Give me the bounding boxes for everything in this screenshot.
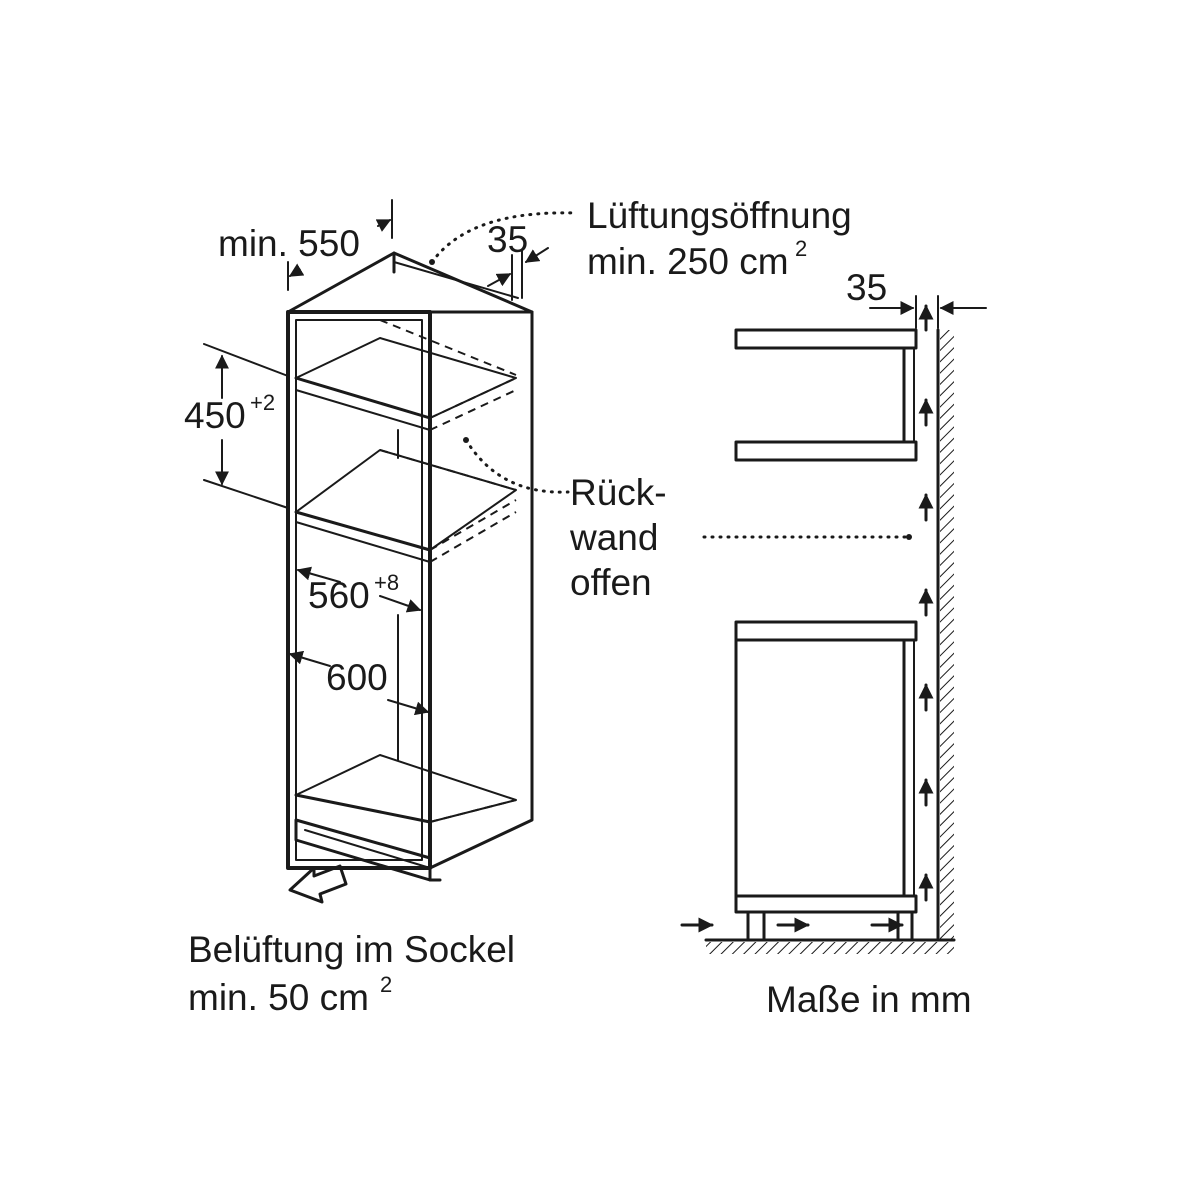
vent-leader-dot [429,259,435,265]
lower-module-top [734,620,918,642]
dim-560-arrow-left [296,566,341,583]
dim-height-ext-2 [203,479,289,509]
dim-gap-arrow-1 [487,273,512,287]
back-leader-dot [463,437,469,443]
plinth-inner [304,829,431,869]
dim-depth-arrow-1 [375,219,392,232]
units-label: Maße in mm [766,979,972,1020]
inner-width-label: 560 [308,575,370,616]
back-leader [464,438,570,494]
dim-outer-width: 600 [288,650,430,716]
vent-sup: 2 [795,236,807,261]
bottom-shelf [295,754,517,823]
height-label: 450 [184,395,246,436]
floor-hatch [706,942,954,954]
back-leader-right-dot [906,534,912,540]
back-wall-annotation: Rück- wand offen [463,437,667,603]
back-label-2: wand [569,517,658,558]
dim-gap-arrow-2 [524,247,549,263]
vent-min: min. 250 cm [587,241,789,282]
dim-depth: min. 550 [218,199,393,291]
vent-title: Lüftungsöffnung [587,195,852,236]
top-back-line [393,261,519,299]
lower-module-base [734,894,918,914]
outer-width-label: 600 [326,657,388,698]
bottom-shelf-front [294,793,432,824]
upper-module-top [734,328,918,350]
dim-inner-width: 560 +8 [296,566,422,616]
depth-label: min. 550 [218,223,360,264]
middle-shelf-hidden-2 [429,511,517,563]
wall-hatch [940,330,954,940]
base-label-2: min. 50 cm [188,977,369,1018]
base-label-1: Belüftung im Sockel [188,929,515,970]
vent-annotation: Lüftungsöffnung min. 250 cm 2 [429,195,852,282]
side-gap-label: 35 [846,267,887,308]
upper-shelf-hidden-1 [379,319,517,376]
cabinet-side [428,310,534,870]
middle-shelf-front [294,510,432,552]
height-sup: +2 [250,390,275,415]
dim-600-arrow-right [387,699,430,716]
upper-shelf-front-lower [295,389,431,431]
inner-width-sup: +8 [374,570,399,595]
middle-shelf-front-lower [295,521,431,563]
side-section: 35 [680,267,987,954]
upper-shelf-hidden-2 [429,377,517,419]
upper-shelf-front [294,376,432,420]
back-label-3: offen [570,562,652,603]
upper-shelf-hidden-3 [429,389,517,431]
cabinet-isometric [286,251,534,882]
middle-shelf [295,449,517,551]
base-vent-arrow [288,864,348,904]
middle-shelf-hidden-1 [429,499,517,551]
base-sup: 2 [380,972,392,997]
top-gap-label: 35 [487,219,528,260]
bottom-shelf-hidden [429,799,517,823]
dim-depth-arrow-2 [288,263,305,277]
dim-top-gap: 35 [487,219,549,301]
middle-shelf-hidden-3 [379,449,517,491]
upper-module-bottom [734,440,918,462]
dim-height-ext-1 [203,343,289,377]
back-label-1: Rück- [570,472,667,513]
dim-560-arrow-right [379,595,422,613]
dim-height: 450 +2 [184,343,289,509]
dim-600-arrow-left [288,650,331,667]
plinth-front [294,818,432,882]
vent-leader [430,211,577,264]
